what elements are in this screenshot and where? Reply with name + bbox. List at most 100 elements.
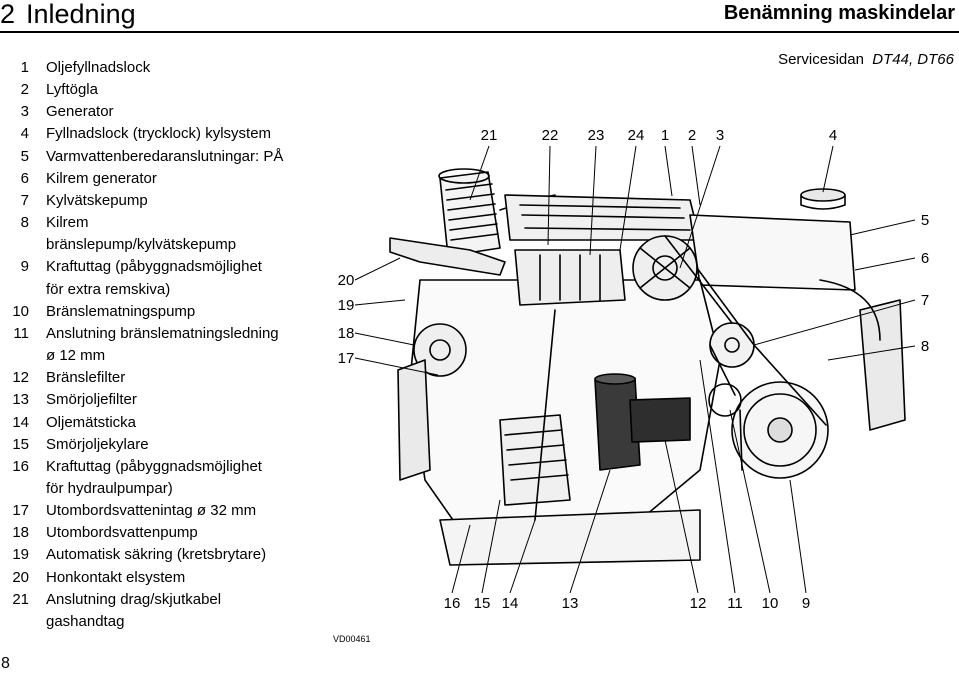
legend-item: 11 Anslutning bränslematningsledning ø 12 … — [0, 323, 320, 367]
legend-item: 17 Utombordsvattenintag ø 32 mm — [0, 500, 320, 522]
legend-item-text: Bränslefilter — [46, 369, 126, 387]
legend-item: 13 Smörjoljefilter — [0, 389, 320, 411]
legend-item-number: 2 — [20, 81, 29, 99]
legend-item-number: 16 — [12, 457, 29, 475]
legend-item-text: Kilrem generator — [46, 169, 157, 187]
legend-item-number: 7 — [20, 191, 29, 209]
callout-5: 5 — [921, 212, 929, 229]
legend-item: 20 Honkontakt elsystem — [0, 567, 320, 589]
legend-item-number: 20 — [12, 568, 29, 586]
callout-11: 11 — [727, 595, 743, 612]
legend-item: 4 Fyllnadslock (trycklock) kylsystem — [0, 123, 320, 145]
legend-item-text: Lyftögla — [46, 81, 98, 99]
callout-23: 23 — [588, 127, 605, 144]
legend-item: 5 Varmvattenberedaranslutningar: PÅ — [0, 146, 320, 168]
legend-item-text: ø 12 mm — [46, 347, 106, 365]
figure-caption: Servicesidan DT44, DT66 — [778, 51, 954, 69]
legend-item: 1 Oljefyllnadslock — [0, 57, 320, 79]
callout-22: 22 — [542, 127, 559, 144]
legend-item-text: Anslutning bränslematningsledning — [46, 324, 279, 342]
callout-16: 16 — [444, 595, 461, 612]
figure-code: VD00461 — [333, 634, 371, 644]
callout-24: 24 — [628, 127, 645, 144]
figure-caption-label: Servicesidan — [778, 51, 864, 68]
legend-item-text: Oljemätsticka — [46, 413, 137, 431]
legend-item: 18 Utombordsvattenpump — [0, 522, 320, 544]
legend-item-text: gashandtag — [46, 612, 125, 630]
legend-item-text: Smörjoljekylare — [46, 435, 149, 453]
callout-15: 15 — [474, 595, 491, 612]
legend-item-number: 17 — [12, 502, 29, 520]
legend-item-text: Anslutning drag/skjutkabel — [46, 590, 222, 608]
callout-14: 14 — [502, 595, 519, 612]
callout-3: 3 — [716, 127, 724, 144]
legend-item-text: Kraftuttag (påbyggnadsmöjlighet — [46, 258, 262, 276]
legend-item: 9 Kraftuttag (påbyggnadsmöjlighet för extr… — [0, 256, 320, 300]
legend-item-number: 1 — [20, 59, 29, 76]
callout-numbers: 21 22 23 24 1 2 3 4 5 6 7 8 20 19 18 17 … — [338, 127, 930, 612]
callout-7: 7 — [921, 292, 929, 309]
legend-item-text: Utombordsvattenpump — [46, 524, 198, 542]
legend-item-number: 9 — [20, 258, 29, 276]
callout-10: 10 — [762, 595, 779, 612]
chapter-name: Inledning — [26, 0, 136, 29]
legend-item-number: 4 — [20, 125, 29, 143]
legend-item-text: Fyllnadslock (trycklock) kylsystem — [46, 125, 272, 143]
callout-2: 2 — [688, 127, 696, 144]
callout-19: 19 — [338, 297, 355, 314]
callout-8: 8 — [921, 338, 929, 355]
legend-item-number: 3 — [20, 103, 29, 121]
legend-item-text: Honkontakt elsystem — [46, 568, 186, 586]
callout-1: 1 — [661, 127, 669, 144]
legend-item: 21 Anslutning drag/skjutkabel gashandtag — [0, 589, 320, 633]
legend-item: 10 Bränslematningspump — [0, 301, 320, 323]
legend-item: 14 Oljemätsticka — [0, 412, 320, 434]
engine-drawing: 21 22 23 24 1 2 3 4 5 6 7 8 20 19 18 17 … — [338, 127, 930, 612]
callout-6: 6 — [921, 250, 929, 267]
legend-item-text: Varmvattenberedaranslutningar: PÅ — [46, 147, 284, 165]
legend-item: 6 Kilrem generator — [0, 168, 320, 190]
legend-item-number: 18 — [12, 524, 29, 542]
legend-item-number: 8 — [20, 214, 29, 232]
legend-item-text: Utombordsvattenintag ø 32 mm — [46, 502, 257, 520]
legend-item-number: 10 — [12, 302, 29, 320]
engine-body — [389, 168, 906, 566]
callout-4: 4 — [829, 127, 837, 144]
legend-item-number: 11 — [13, 324, 29, 342]
engine-illustration: 21 22 23 24 1 2 3 4 5 6 7 8 20 19 18 17 … — [328, 120, 958, 650]
legend-item-number: 13 — [12, 391, 29, 409]
legend-item-number: 5 — [20, 147, 29, 165]
legend-item: 15 Smörjoljekylare — [0, 434, 320, 456]
callout-20: 20 — [338, 272, 355, 289]
legend-item-number: 14 — [12, 413, 29, 431]
legend-item-text: Bränslematningspump — [46, 302, 196, 320]
legend-item-number: 12 — [12, 369, 29, 387]
legend-item-text: Smörjoljefilter — [46, 391, 137, 409]
legend-item-text: Kilrem — [46, 214, 89, 232]
legend-item-text: bränslepump/kylvätskepump — [46, 236, 237, 254]
legend-item: 12 Bränslefilter — [0, 367, 320, 389]
callout-9: 9 — [802, 595, 810, 612]
callout-17: 17 — [338, 350, 355, 367]
legend-item-text: för extra remskiva) — [46, 280, 171, 298]
legend-item-text: Automatisk säkring (kretsbrytare) — [46, 546, 267, 564]
callout-13: 13 — [562, 595, 579, 612]
legend-item-text: Oljefyllnadslock — [46, 59, 151, 76]
legend-item: 8 Kilrem bränslepump/kylvätskepump — [0, 212, 320, 256]
chapter-title: 2 Inledning — [0, 0, 136, 30]
legend-item-number: 6 — [20, 169, 29, 187]
header-rule — [0, 31, 959, 33]
callout-12: 12 — [690, 595, 707, 612]
callout-21: 21 — [481, 127, 498, 144]
legend-item-text: för hydraulpumpar) — [46, 479, 173, 497]
chapter-number: 2 — [0, 0, 16, 29]
legend-item-number: 21 — [12, 590, 29, 608]
legend-item-number: 15 — [12, 435, 29, 453]
figure-caption-models: DT44, DT66 — [872, 51, 954, 68]
leader-lines — [354, 145, 916, 594]
